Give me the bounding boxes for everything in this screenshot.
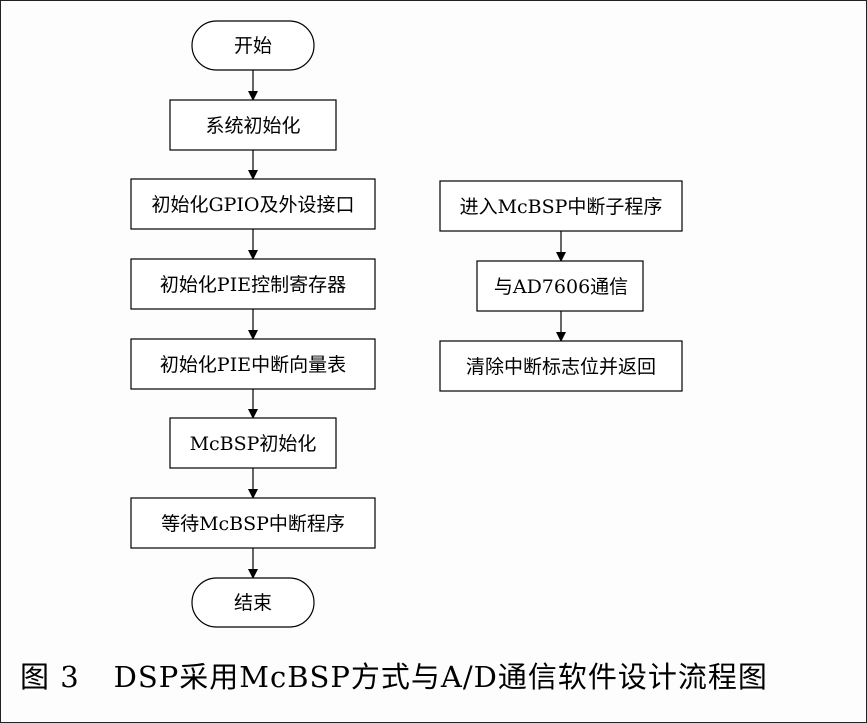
- step-mcbsp-init: McBSP初始化: [169, 417, 337, 469]
- step-label: 初始化GPIO及外设接口: [151, 194, 354, 216]
- step-label: 与AD7606通信: [494, 276, 628, 298]
- step-label: 初始化PIE中断向量表: [160, 354, 346, 376]
- step-label: 系统初始化: [205, 115, 300, 137]
- step-pie-vector-init: 初始化PIE中断向量表: [130, 338, 376, 390]
- step-wait-interrupt: 等待McBSP中断程序: [130, 497, 376, 549]
- step-label: McBSP初始化: [190, 433, 317, 455]
- end-terminal: 结束: [191, 577, 315, 628]
- end-label: 结束: [234, 592, 272, 614]
- step-clear-flag-return: 清除中断标志位并返回: [439, 340, 683, 392]
- step-ad7606-comm: 与AD7606通信: [476, 260, 644, 312]
- step-gpio-init: 初始化GPIO及外设接口: [130, 178, 376, 230]
- start-terminal: 开始: [191, 20, 315, 71]
- figure-number: 图 3: [20, 660, 80, 694]
- step-pie-ctrl-init: 初始化PIE控制寄存器: [130, 258, 376, 310]
- step-system-init: 系统初始化: [169, 99, 337, 151]
- step-label: 进入McBSP中断子程序: [460, 196, 663, 218]
- step-label: 等待McBSP中断程序: [161, 513, 345, 535]
- figure-caption: 图 3 DSP采用McBSP方式与A/D通信软件设计流程图: [20, 654, 768, 696]
- figure-title: DSP采用McBSP方式与A/D通信软件设计流程图: [113, 660, 768, 694]
- step-enter-isr: 进入McBSP中断子程序: [439, 180, 683, 232]
- step-label: 清除中断标志位并返回: [466, 356, 656, 378]
- start-label: 开始: [234, 35, 272, 57]
- step-label: 初始化PIE控制寄存器: [160, 274, 346, 296]
